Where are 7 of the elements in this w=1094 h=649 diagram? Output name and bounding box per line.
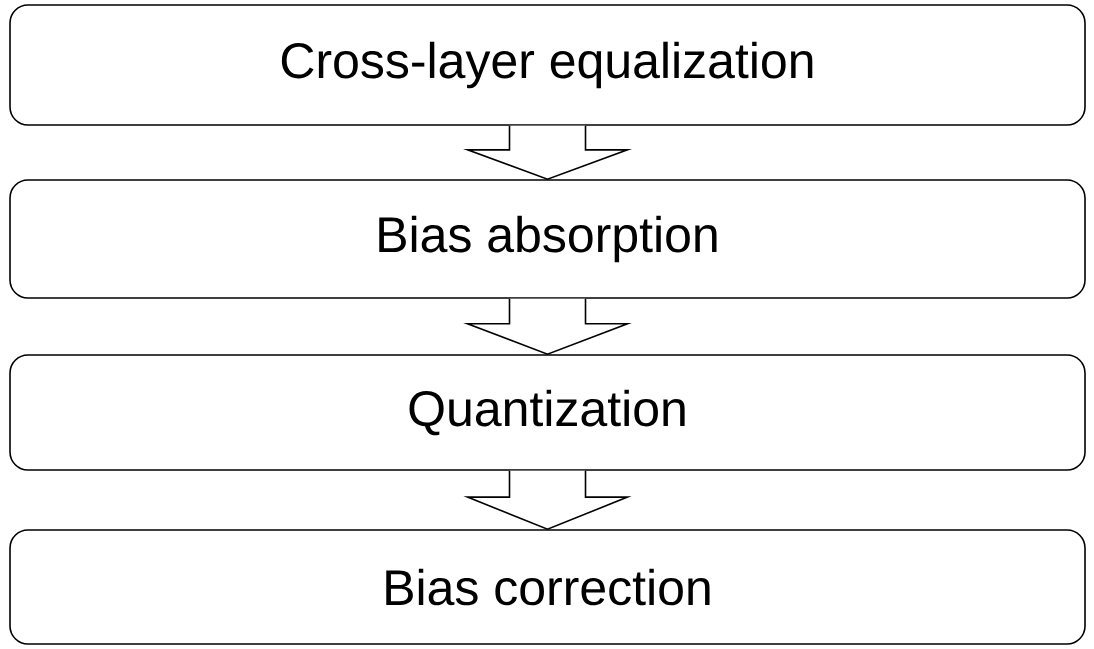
process-box: Cross-layer equalization — [9, 4, 1086, 126]
process-box: Bias correction — [9, 529, 1086, 645]
block-arrow — [463, 298, 632, 356]
process-box: Quantization — [9, 354, 1086, 471]
process-box: Bias absorption — [9, 179, 1086, 299]
block-arrow — [463, 470, 632, 531]
block-arrow — [463, 125, 632, 181]
